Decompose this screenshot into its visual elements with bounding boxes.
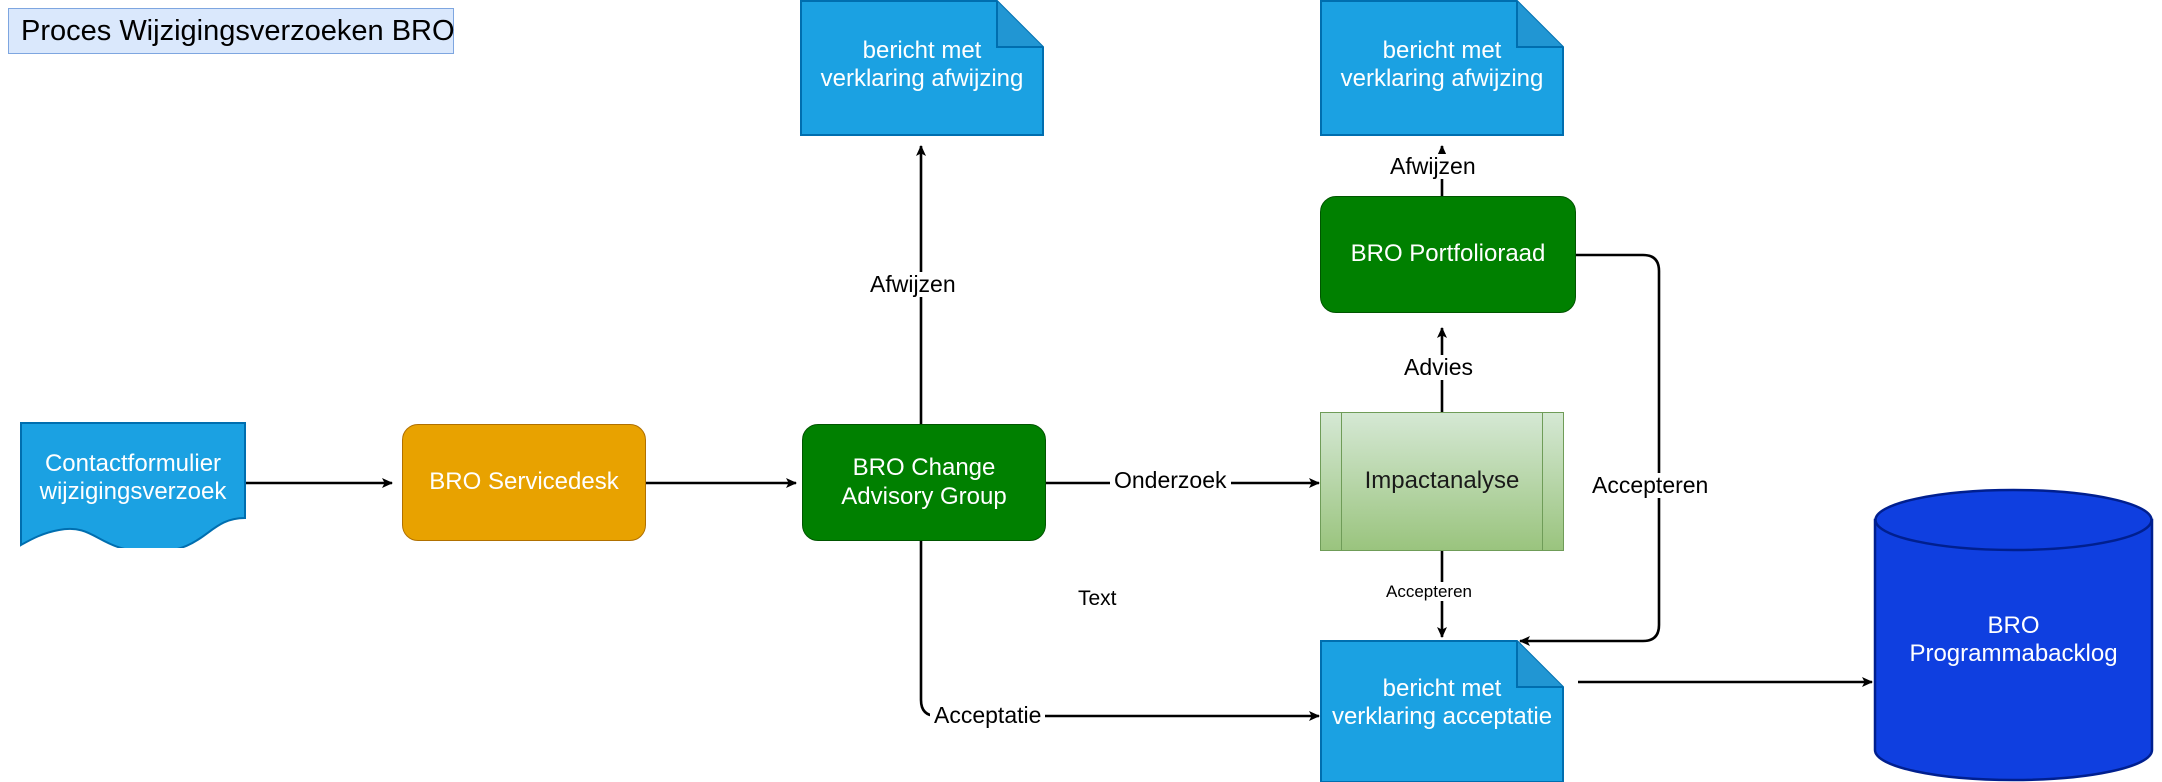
page-title-label: Proces Wijzigingsverzoeken BRO bbox=[21, 14, 455, 47]
node-bro-portfolioraad[interactable]: BRO Portfolioraad bbox=[1320, 196, 1576, 313]
edge-label-accepteren-right: Accepteren bbox=[1588, 473, 1713, 498]
note-shape-icon bbox=[1320, 640, 1564, 782]
document-shape-icon bbox=[20, 422, 246, 548]
edge-portfolioraad-accepteren-note bbox=[1519, 253, 1661, 646]
node-impactanalyse[interactable]: Impactanalyse bbox=[1320, 412, 1564, 551]
node-impactanalyse-label: Impactanalyse bbox=[1364, 467, 1520, 495]
edge-cag-acceptatie-note bbox=[919, 541, 1320, 721]
node-bro-portfolioraad-label: BRO Portfolioraad bbox=[1350, 240, 1546, 268]
node-note-afwijzing-left[interactable]: bericht met verklaring afwijzing bbox=[800, 0, 1044, 136]
node-contactformulier[interactable]: Contactformulier wijzigingsverzoek bbox=[20, 422, 246, 548]
edge-label-advies: Advies bbox=[1400, 355, 1478, 380]
node-bro-change-advisory-group-label: BRO Change Advisory Group bbox=[803, 454, 1045, 511]
node-bro-change-advisory-group[interactable]: BRO Change Advisory Group bbox=[802, 424, 1046, 541]
node-bro-programmabacklog[interactable]: BRO Programmabacklog bbox=[1873, 488, 2154, 782]
node-note-acceptatie[interactable]: bericht met verklaring acceptatie bbox=[1320, 640, 1564, 782]
node-note-afwijzing-right[interactable]: bericht met verklaring afwijzing bbox=[1320, 0, 1564, 136]
node-cag-line2: Advisory Group bbox=[841, 482, 1007, 510]
node-cag-line1: BRO Change bbox=[852, 454, 996, 482]
edge-label-acceptatie: Acceptatie bbox=[930, 703, 1046, 728]
free-text-label: Text bbox=[1078, 587, 1117, 610]
note-shape-icon bbox=[800, 0, 1044, 136]
edge-label-accepteren-down: Accepteren bbox=[1382, 582, 1476, 601]
edge-label-afwijzen-right: Afwijzen bbox=[1386, 154, 1480, 179]
subroutine-left-bar bbox=[1341, 413, 1342, 550]
edge-label-afwijzen-left: Afwijzen bbox=[866, 272, 960, 297]
node-bro-servicedesk-label: BRO Servicedesk bbox=[429, 468, 619, 496]
page-title: Proces Wijzigingsverzoeken BRO bbox=[8, 8, 455, 54]
subroutine-right-bar bbox=[1542, 413, 1543, 550]
node-bro-servicedesk[interactable]: BRO Servicedesk bbox=[402, 424, 646, 541]
edge-label-onderzoek: Onderzoek bbox=[1110, 468, 1231, 493]
database-cylinder-icon bbox=[1873, 488, 2154, 782]
note-shape-icon bbox=[1320, 0, 1564, 136]
